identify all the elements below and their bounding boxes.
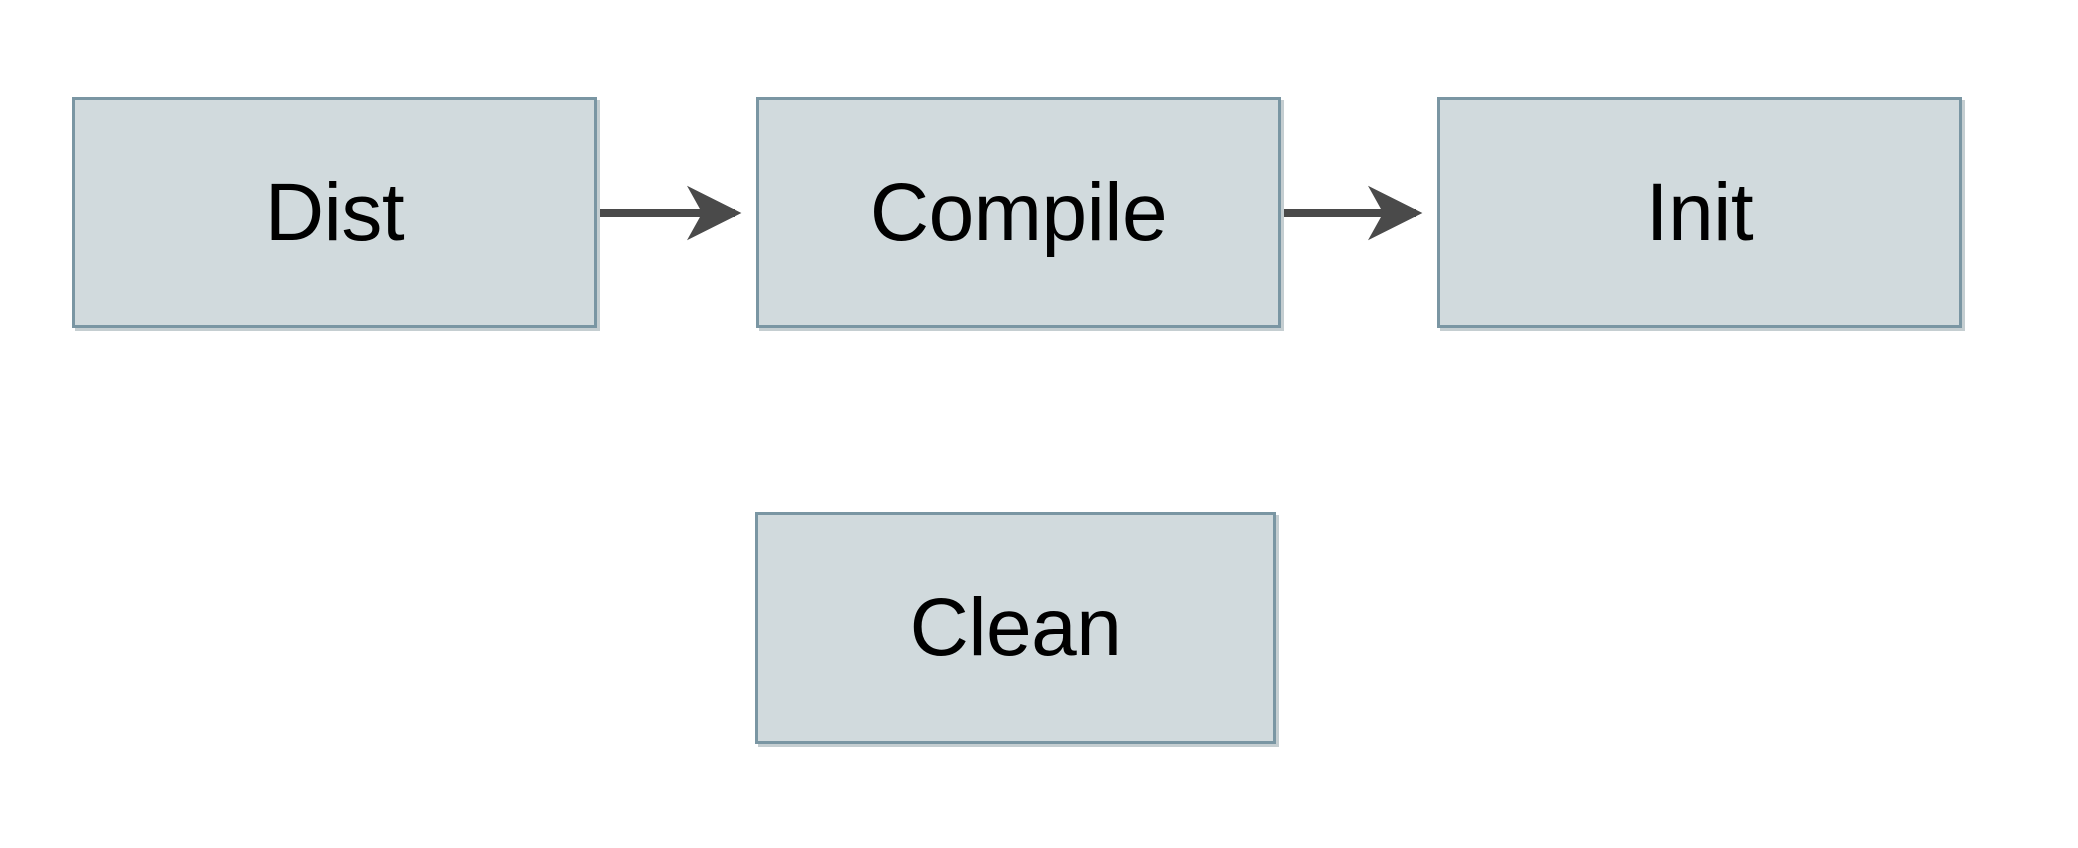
node-compile[interactable]: Compile: [756, 97, 1281, 328]
node-dist-label: Dist: [264, 166, 405, 258]
node-dist[interactable]: Dist: [72, 97, 597, 328]
node-init[interactable]: Init: [1437, 97, 1962, 328]
node-init-label: Init: [1645, 166, 1754, 258]
node-compile-label: Compile: [869, 166, 1168, 258]
node-clean[interactable]: Clean: [755, 512, 1276, 744]
node-clean-label: Clean: [909, 582, 1122, 673]
